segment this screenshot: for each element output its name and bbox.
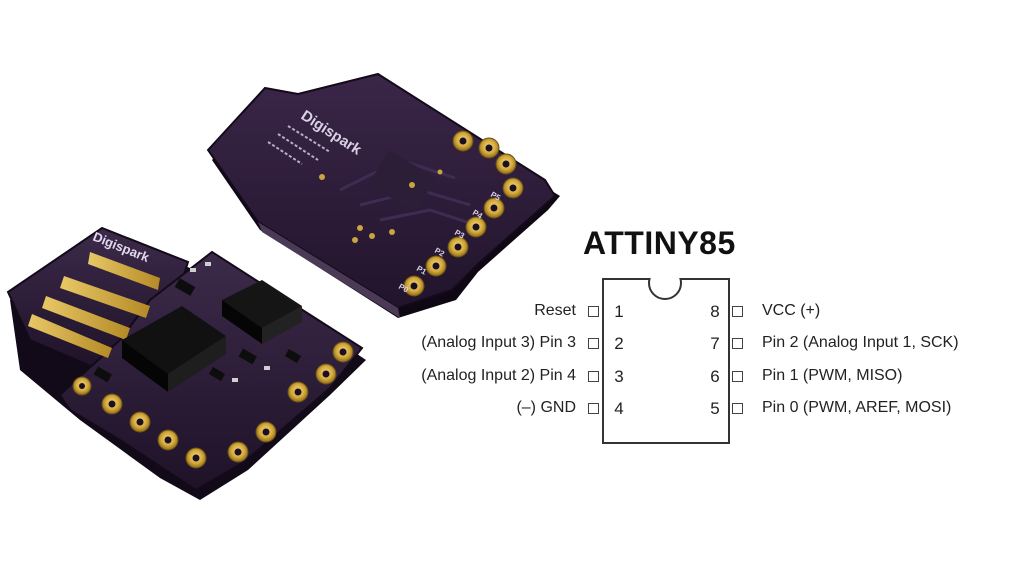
pin-1-number: 1 bbox=[614, 302, 624, 321]
back-board: Digispark bbox=[206, 72, 560, 318]
pin-7-label: Pin 2 (Analog Input 1, SCK) bbox=[762, 334, 959, 351]
pin-mark: P1 bbox=[415, 264, 428, 277]
pin-8-number: 8 bbox=[710, 302, 720, 321]
via bbox=[437, 169, 443, 175]
attiny85-chip bbox=[122, 306, 226, 392]
pin-5-marker bbox=[732, 403, 743, 414]
via bbox=[352, 237, 358, 243]
pin-mark: P5 bbox=[489, 190, 502, 203]
chip-body bbox=[602, 278, 730, 444]
pin-6-label: Pin 1 (PWM, MISO) bbox=[762, 367, 903, 384]
pin-2-label: (Analog Input 3) Pin 3 bbox=[421, 334, 576, 351]
pin-2-marker bbox=[588, 338, 599, 349]
chip-notch bbox=[648, 278, 682, 300]
pin-3-label: (Analog Input 2) Pin 4 bbox=[421, 367, 576, 384]
via bbox=[409, 182, 415, 188]
pin-7-marker bbox=[732, 338, 743, 349]
pin-4-label: (–) GND bbox=[516, 399, 576, 416]
pin-mark: P0 bbox=[397, 282, 410, 295]
pin-4-marker bbox=[588, 403, 599, 414]
pin-1-label: Reset bbox=[534, 302, 576, 319]
pin-5-number: 5 bbox=[710, 399, 720, 418]
pin-1-marker bbox=[588, 306, 599, 317]
chip-title: ATTINY85 bbox=[583, 225, 736, 261]
pin-8-label: VCC (+) bbox=[762, 302, 821, 319]
pin-7-number: 7 bbox=[710, 334, 720, 353]
pin-5-label: Pin 0 (PWM, AREF, MOSI) bbox=[762, 399, 952, 416]
pin-3-number: 3 bbox=[614, 367, 624, 386]
via bbox=[389, 229, 395, 235]
usb-contacts bbox=[28, 252, 160, 358]
pin-6-number: 6 bbox=[710, 367, 720, 386]
pin-4-number: 4 bbox=[614, 399, 624, 418]
digispark-boards-photo: Digispark bbox=[6, 72, 560, 500]
via bbox=[319, 174, 325, 180]
pin-mark: P4 bbox=[471, 208, 484, 221]
pin-6-marker bbox=[732, 371, 743, 382]
via bbox=[357, 225, 363, 231]
voltage-regulator bbox=[222, 280, 302, 344]
pin-3-marker bbox=[588, 371, 599, 382]
pin-2-number: 2 bbox=[614, 334, 624, 353]
front-board: Digispark bbox=[6, 226, 366, 500]
via bbox=[369, 233, 375, 239]
pin-mark: P2 bbox=[433, 246, 446, 259]
pin-8-marker bbox=[732, 306, 743, 317]
pin-mark: P3 bbox=[453, 228, 466, 241]
